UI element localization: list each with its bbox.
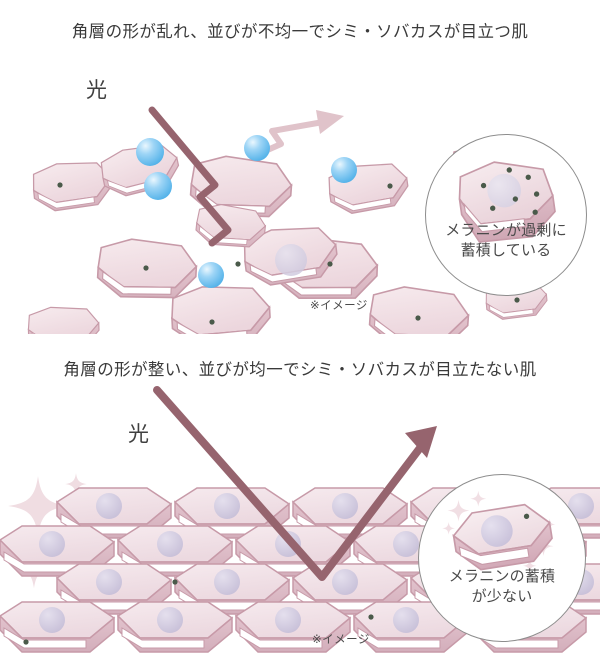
heading-smooth-skin: 角層の形が整い、並びが均一でシミ・ソバカスが目立たない肌 (63, 361, 537, 379)
light-label-rough: 光 (86, 79, 108, 102)
callout-caption-excess: メラニンが過剰に 蓄積している (426, 221, 586, 261)
skin-cell (169, 282, 273, 334)
callout-caption-low: メラニンの蓄積 が少ない (419, 567, 585, 607)
callout-melanin-low: メラニンの蓄積 が少ない (418, 474, 586, 642)
droplet-group (136, 135, 357, 288)
callout-cell-art-low (442, 490, 556, 573)
droplet (136, 138, 164, 166)
sparkle-icon (543, 518, 556, 531)
skin-cell (117, 601, 233, 653)
image-note-rough: ※イメージ (310, 300, 368, 312)
callout-caption-line-1: メラニンの蓄積 (448, 568, 556, 585)
callout-caption-line-2: 蓄積している (460, 241, 552, 259)
skin-cell (0, 601, 115, 653)
sparkle-icon (447, 499, 470, 522)
reflected-light-arrow (153, 386, 437, 581)
skin-cell (367, 283, 471, 334)
smooth-skin-svg (0, 386, 600, 653)
rough-skin-svg (27, 106, 552, 334)
light-label-smooth: 光 (128, 423, 150, 446)
droplet (144, 172, 172, 200)
skin-cell (27, 305, 101, 334)
droplet (331, 157, 357, 183)
droplet (244, 135, 270, 161)
cell-nucleus (275, 244, 307, 276)
incoming-light-arrow (148, 106, 232, 247)
panel-smooth-skin: 角層の形が整い、並びが均一でシミ・ソバカスが目立たない肌 光 ※イメージ (0, 334, 600, 669)
illustration-smooth-skin (0, 334, 600, 668)
image-note-smooth: ※イメージ (312, 634, 370, 646)
callout-caption-line-2: が少ない (471, 587, 533, 605)
panel-rough-skin: 角層の形が乱れ、並びが不均一でシミ・ソバカスが目立つ肌 (0, 0, 600, 334)
heading-rough-skin: 角層の形が乱れ、並びが不均一でシミ・ソバカスが目立つ肌 (71, 23, 529, 41)
sparkle-icon (533, 536, 554, 557)
sparkle-icon (442, 522, 455, 535)
callout-cell-art-excess (458, 161, 556, 243)
callout-caption-line-1: メラニンが過剰に (445, 222, 567, 239)
callout-melanin-excess: メラニンが過剰に 蓄積している (425, 134, 587, 296)
illustration-rough-skin (0, 0, 600, 334)
sparkle-icon (470, 490, 487, 507)
droplet (198, 262, 224, 288)
callout-sparkles (442, 490, 556, 573)
